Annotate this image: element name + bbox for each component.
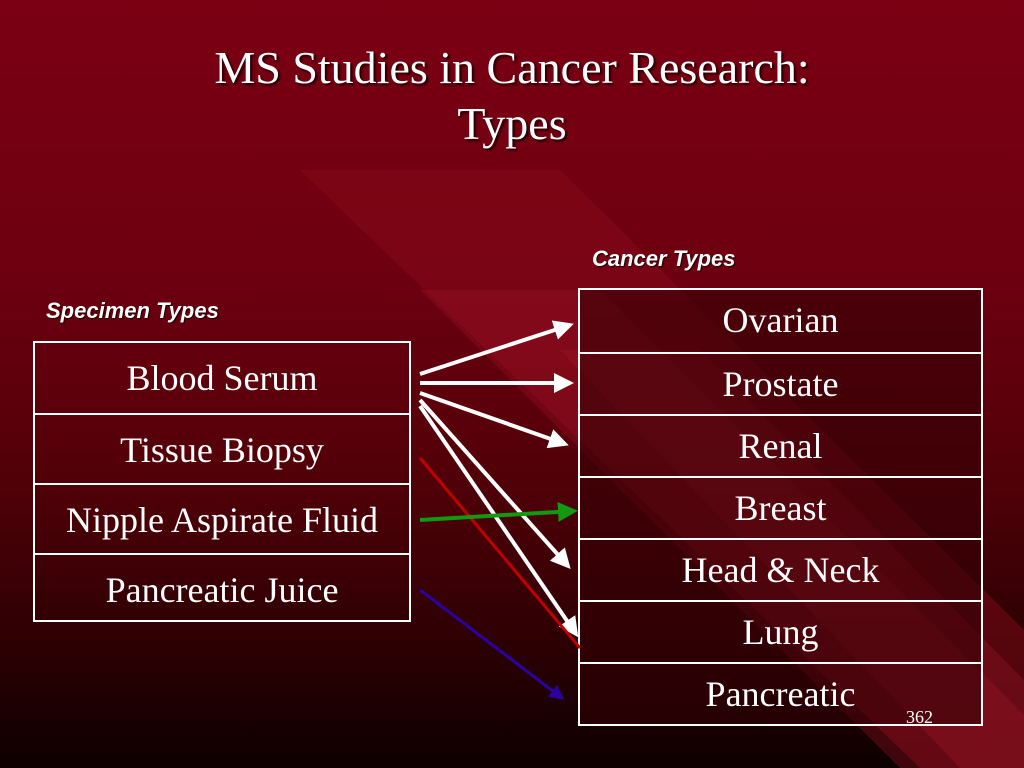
cancer-item-ovarian: Ovarian — [722, 300, 839, 340]
page-number: 362 — [906, 707, 933, 727]
title-line-1: MS Studies in Cancer Research: — [214, 42, 810, 93]
specimen-item-tissue-biopsy: Tissue Biopsy — [35, 413, 409, 483]
cancer-types-label: Cancer Types — [592, 246, 736, 271]
arrow-tissue-biopsy-to-lung — [418, 457, 582, 649]
specimen-types-label: Specimen Types — [46, 298, 219, 323]
cancer-item-pancreatic: Pancreatic — [580, 662, 981, 724]
slide-title: MS Studies in Cancer Research: Types — [0, 40, 1024, 152]
arrow-blood-serum-to-head-neck — [418, 398, 571, 569]
arrow-blood-serum-to-ovarian — [419, 320, 574, 376]
cancer-item-breast: Breast — [580, 476, 981, 538]
arrow-blood-serum-to-renal — [419, 391, 569, 449]
arrow-nipple-aspirate-fluid-to-breast — [419, 501, 578, 522]
cancer-item-head-neck: Head & Neck — [580, 538, 981, 600]
arrow-blood-serum-to-lung — [418, 404, 579, 638]
arrow-pancreatic-juice-to-pancreatic — [419, 588, 565, 700]
title-line-2: Types — [457, 98, 567, 149]
cancer-types-table: Ovarian Prostate Renal Breast Head & Nec… — [578, 288, 983, 726]
cancer-item-renal: Renal — [580, 414, 981, 476]
cancer-item-lung: Lung — [580, 600, 981, 662]
cancer-item-prostate: Prostate — [580, 352, 981, 414]
specimen-item-nipple-aspirate-fluid: Nipple Aspirate Fluid — [35, 483, 409, 553]
specimen-types-table: Blood Serum Tissue Biopsy Nipple Aspirat… — [33, 341, 411, 622]
specimen-item-blood-serum: Blood Serum — [126, 358, 318, 398]
specimen-item-pancreatic-juice: Pancreatic Juice — [35, 553, 409, 623]
